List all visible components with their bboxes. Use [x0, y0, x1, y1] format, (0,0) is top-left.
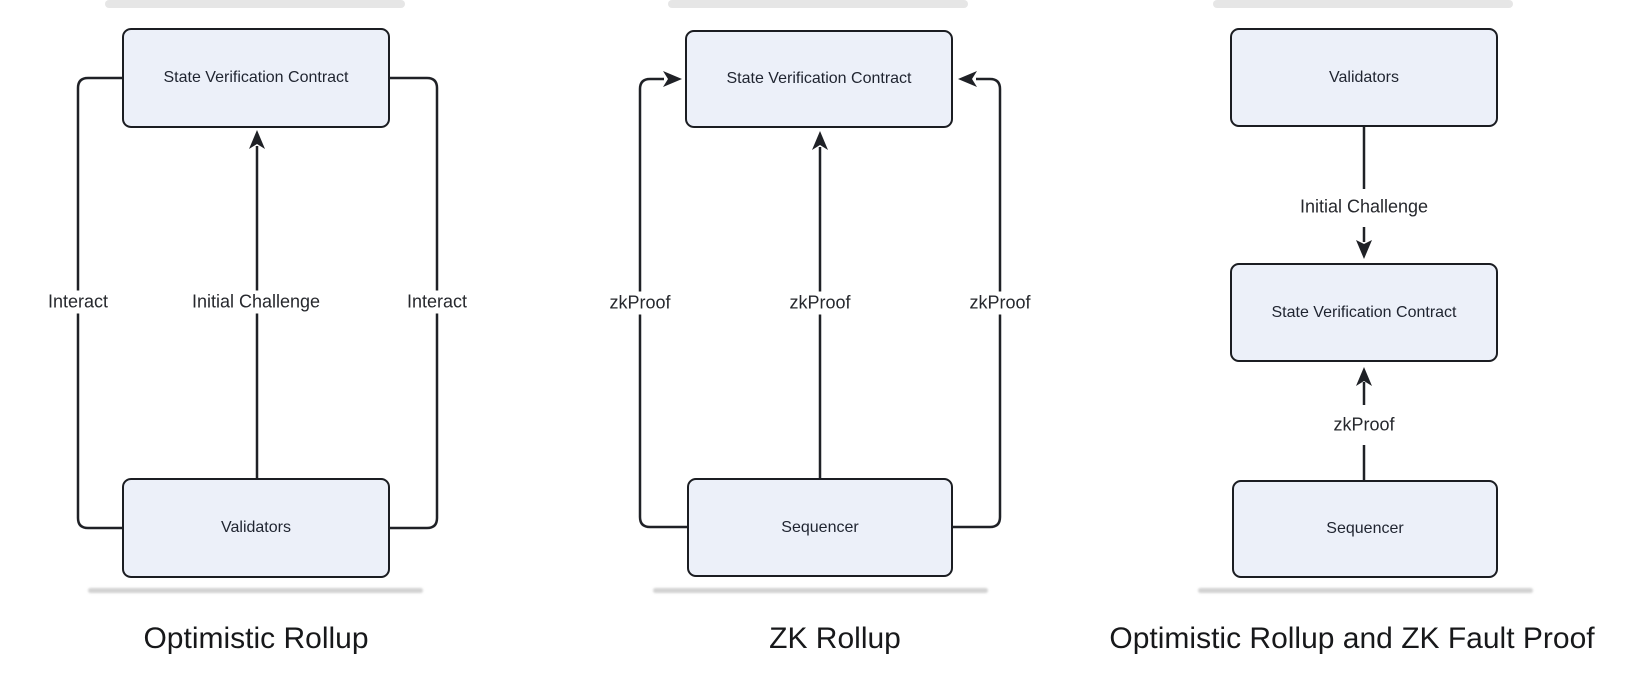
diagram-title-optimistic-zk-fault-proof: Optimistic Rollup and ZK Fault Proof: [1109, 622, 1595, 655]
ghost-artifact: [105, 0, 405, 8]
diagram-title-zk-rollup: ZK Rollup: [769, 622, 901, 655]
node-state-verification-contract-3: State Verification Contract: [1230, 263, 1498, 362]
edge-label-interact-right: Interact: [399, 290, 475, 314]
edge-label-zkproof-left: zkProof: [602, 291, 678, 315]
ghost-artifact: [1213, 0, 1513, 8]
node-state-verification-contract-2: State Verification Contract: [685, 30, 953, 128]
arrow-left-icon: [958, 71, 977, 87]
edge-label-initial-challenge-1: Initial Challenge: [184, 290, 328, 314]
node-sequencer-2: Sequencer: [687, 478, 953, 577]
arrow-up-icon: [1356, 367, 1372, 386]
ghost-artifact: [88, 588, 423, 593]
node-validators-1: Validators: [122, 478, 390, 578]
node-state-verification-contract-1: State Verification Contract: [122, 28, 390, 128]
arrow-right-icon: [663, 71, 682, 87]
edge-label-initial-challenge-3: Initial Challenge: [1292, 195, 1436, 219]
node-validators-3: Validators: [1230, 28, 1498, 127]
arrow-up-icon: [812, 131, 828, 150]
ghost-artifact: [668, 0, 968, 8]
ghost-artifact: [653, 588, 988, 593]
arrow-down-icon: [1356, 240, 1372, 259]
diagram-title-optimistic-rollup: Optimistic Rollup: [143, 622, 369, 655]
edge-label-zkproof-3: zkProof: [1326, 413, 1402, 437]
edge-label-zkproof-right: zkProof: [962, 291, 1038, 315]
arrow-up-icon: [249, 130, 265, 149]
edge-label-interact-left: Interact: [40, 290, 116, 314]
ghost-artifact: [1198, 588, 1533, 593]
node-sequencer-3: Sequencer: [1232, 480, 1498, 578]
edge-label-zkproof-center: zkProof: [782, 291, 858, 315]
